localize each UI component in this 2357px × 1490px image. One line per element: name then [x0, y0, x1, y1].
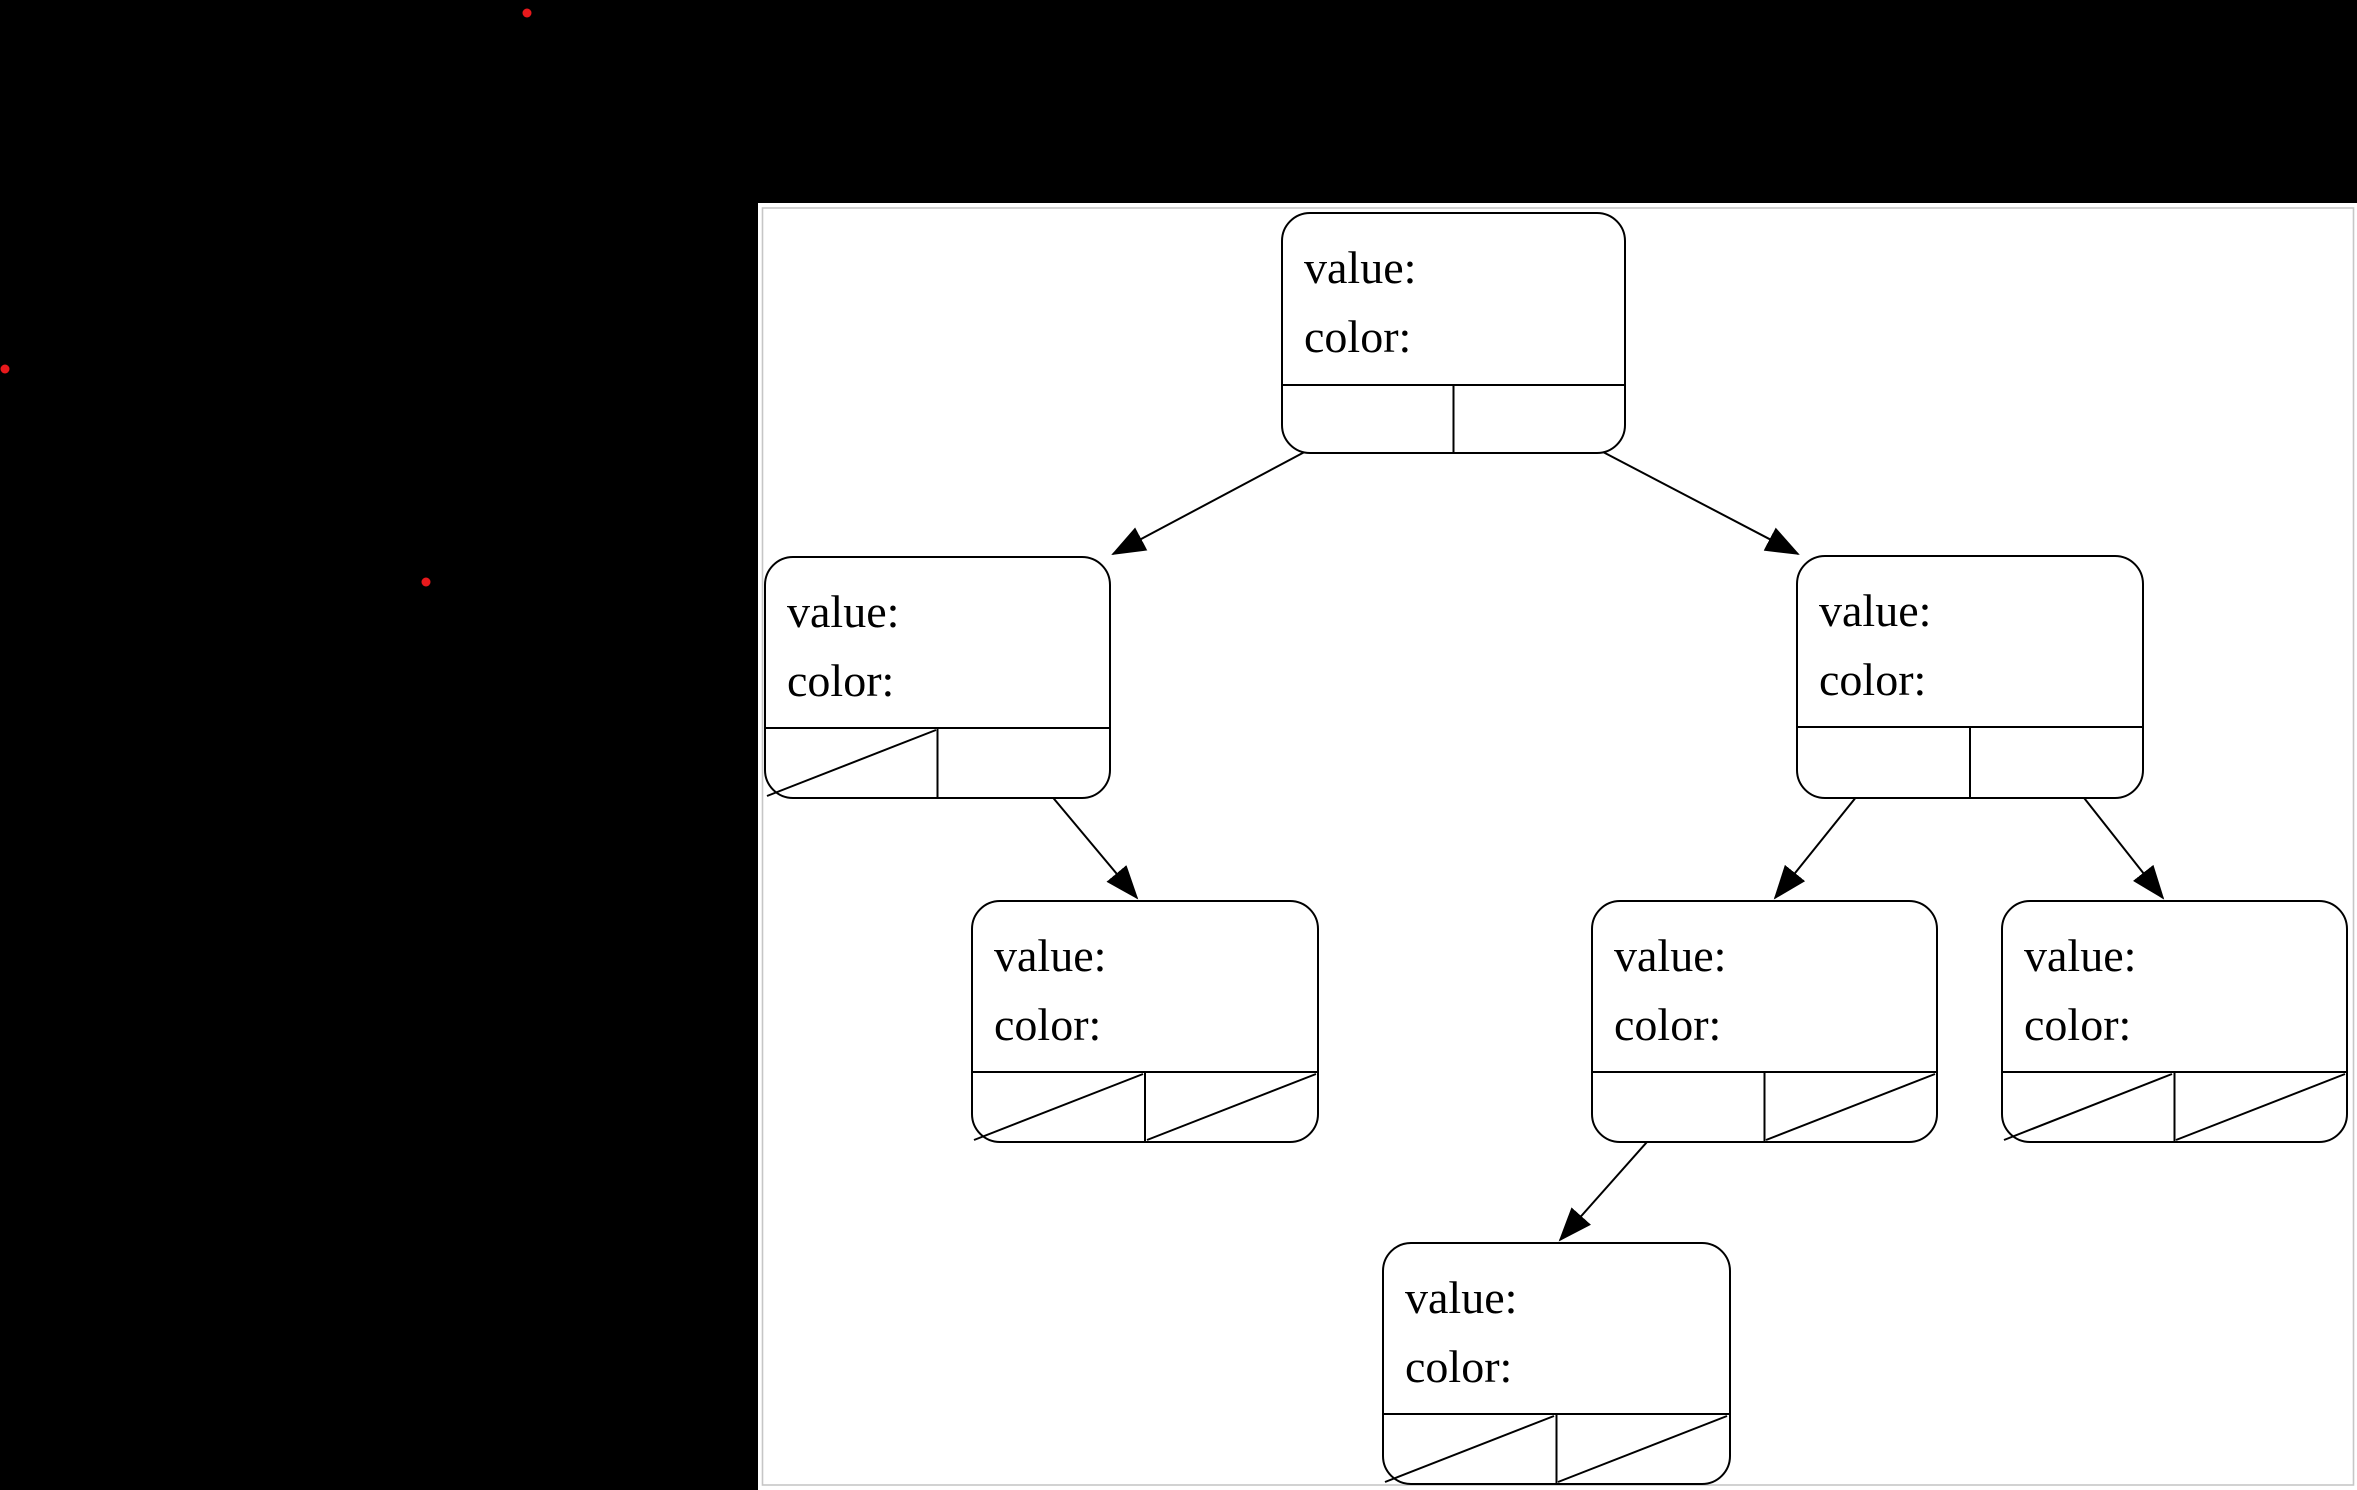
value-label: value: — [1614, 930, 1726, 981]
tree-node-right-child: value: color: — [1796, 555, 2144, 799]
value-label: value: — [1304, 242, 1416, 293]
tree-node-root: value: color: — [1281, 212, 1626, 454]
null-pointer-diagonal-right — [1765, 1073, 1936, 1141]
tree-node-left-grandchild: value: color: — [971, 900, 1319, 1143]
color-label: color: — [787, 655, 894, 706]
tree-node-bottom-child: value: color: — [1382, 1242, 1731, 1485]
value-label: value: — [787, 586, 899, 637]
value-label: value: — [994, 930, 1106, 981]
red-dot — [0, 364, 10, 374]
color-label: color: — [1304, 311, 1411, 362]
node-box — [1591, 900, 1938, 1143]
node-box — [1382, 1242, 1731, 1485]
color-label: color: — [2024, 999, 2131, 1050]
tree-node-left-child: value: color: — [764, 556, 1111, 799]
node-box — [1796, 555, 2144, 799]
null-pointer-diagonal-left — [1384, 1415, 1555, 1483]
value-label: value: — [1405, 1272, 1517, 1323]
tree-node-right-grandchild: value: color: — [2001, 900, 2348, 1143]
tree-node-middle-grandchild: value: color: — [1591, 900, 1938, 1143]
null-pointer-diagonal-right — [1146, 1073, 1317, 1141]
null-pointer-diagonal-left — [2003, 1073, 2173, 1141]
color-label: color: — [1819, 654, 1926, 705]
null-pointer-diagonal-right — [1557, 1415, 1728, 1483]
color-label: color: — [994, 999, 1101, 1050]
value-label: value: — [2024, 930, 2136, 981]
red-dot — [421, 577, 431, 587]
red-dots — [0, 8, 532, 587]
node-box — [1281, 212, 1626, 454]
null-pointer-diagonal-right — [2175, 1073, 2346, 1141]
color-label: color: — [1405, 1341, 1512, 1392]
null-pointer-diagonal-left — [766, 729, 937, 797]
value-label: value: — [1819, 585, 1931, 636]
null-pointer-diagonal-left — [973, 1073, 1144, 1141]
node-box — [764, 556, 1111, 799]
color-label: color: — [1614, 999, 1721, 1050]
red-dot — [522, 8, 532, 18]
node-box — [971, 900, 1319, 1143]
node-box — [2001, 900, 2348, 1143]
